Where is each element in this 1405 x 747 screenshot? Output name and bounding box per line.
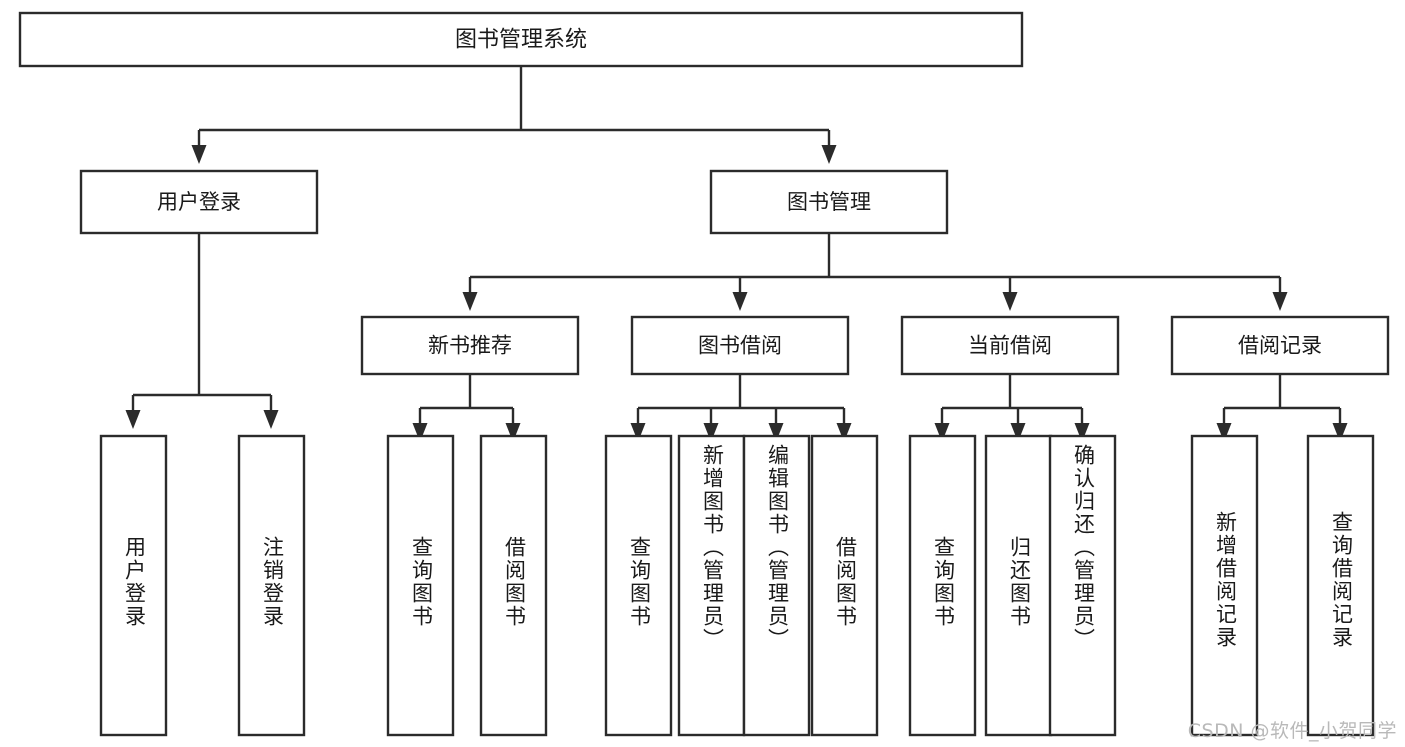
arrow-head-icon — [462, 292, 478, 311]
leaf-node-box — [677, 434, 746, 737]
leaf-node-label: 借阅图书 — [502, 535, 527, 628]
arrow-head-icon — [1332, 423, 1348, 442]
leaf-node-label: 注销登录 — [260, 535, 285, 628]
leaf-node-box — [479, 434, 548, 737]
leaf-node-box — [237, 434, 306, 737]
level3-node-box — [900, 315, 1120, 376]
arrow-head-icon — [412, 423, 428, 442]
leaf-node-label: 确认归还（管理员） — [1071, 444, 1096, 651]
arrow-head-icon — [191, 145, 207, 164]
arrow-head-icon — [125, 410, 141, 429]
leaf-node-label: 查询图书 — [627, 535, 652, 628]
leaf-node-label: 新增借阅记录 — [1213, 510, 1238, 649]
arrow-head-icon — [768, 423, 784, 442]
leaf-node-box — [908, 434, 977, 737]
level3-node-box — [1170, 315, 1390, 376]
leaf-node-label: 归还图书 — [1007, 535, 1032, 628]
box-layer — [18, 11, 1390, 737]
level2-node-label: 图书管理 — [787, 190, 871, 214]
arrow-head-icon — [1002, 292, 1018, 311]
level3-node-label: 新书推荐 — [428, 334, 512, 358]
leaf-node-box — [604, 434, 673, 737]
leaf-node-label: 查询图书 — [931, 535, 956, 628]
level3-node-box — [360, 315, 580, 376]
leaf-node-box — [984, 434, 1053, 737]
arrow-head-icon — [1272, 292, 1288, 311]
level3-node-label: 图书借阅 — [698, 334, 782, 358]
arrow-head-icon — [505, 423, 521, 442]
leaf-node-label: 新增图书（管理员） — [700, 444, 725, 651]
leaf-node-label: 编辑图书（管理员） — [765, 444, 790, 651]
leaf-node-label: 借阅图书 — [833, 535, 858, 628]
arrow-head-icon — [934, 423, 950, 442]
arrow-head-icon — [732, 292, 748, 311]
arrow-head-icon — [836, 423, 852, 442]
leaf-node-box — [1190, 434, 1259, 737]
arrow-head-icon — [703, 423, 719, 442]
arrow-head-icon — [1216, 423, 1232, 442]
leaf-node-box — [810, 434, 879, 737]
arrow-head-icon — [630, 423, 646, 442]
level3-node-box — [630, 315, 850, 376]
level3-node-label: 当前借阅 — [968, 334, 1052, 358]
arrow-head-icon — [1010, 423, 1026, 442]
level2-node-box — [79, 169, 319, 235]
level2-node-label: 用户登录 — [157, 190, 241, 214]
level3-node-label: 借阅记录 — [1238, 334, 1322, 358]
leaf-node-label: 查询借阅记录 — [1329, 510, 1354, 649]
leaf-node-box — [99, 434, 168, 737]
arrow-head-icon — [1074, 423, 1090, 442]
arrow-head-icon — [821, 145, 837, 164]
leaf-node-box — [742, 434, 811, 737]
leaf-node-box — [1306, 434, 1375, 737]
leaf-node-label: 用户登录 — [122, 535, 147, 628]
arrow-head-icon — [263, 410, 279, 429]
watermark-text: CSDN @软件_小贺同学 — [1187, 720, 1397, 742]
root-node-label: 图书管理系统 — [455, 28, 587, 53]
leaf-node-label: 查询图书 — [409, 535, 434, 628]
connector-layer — [125, 66, 1348, 442]
level2-node-box — [709, 169, 949, 235]
leaf-node-box — [1048, 434, 1117, 737]
leaf-node-box — [386, 434, 455, 737]
root-node-box — [18, 11, 1024, 68]
